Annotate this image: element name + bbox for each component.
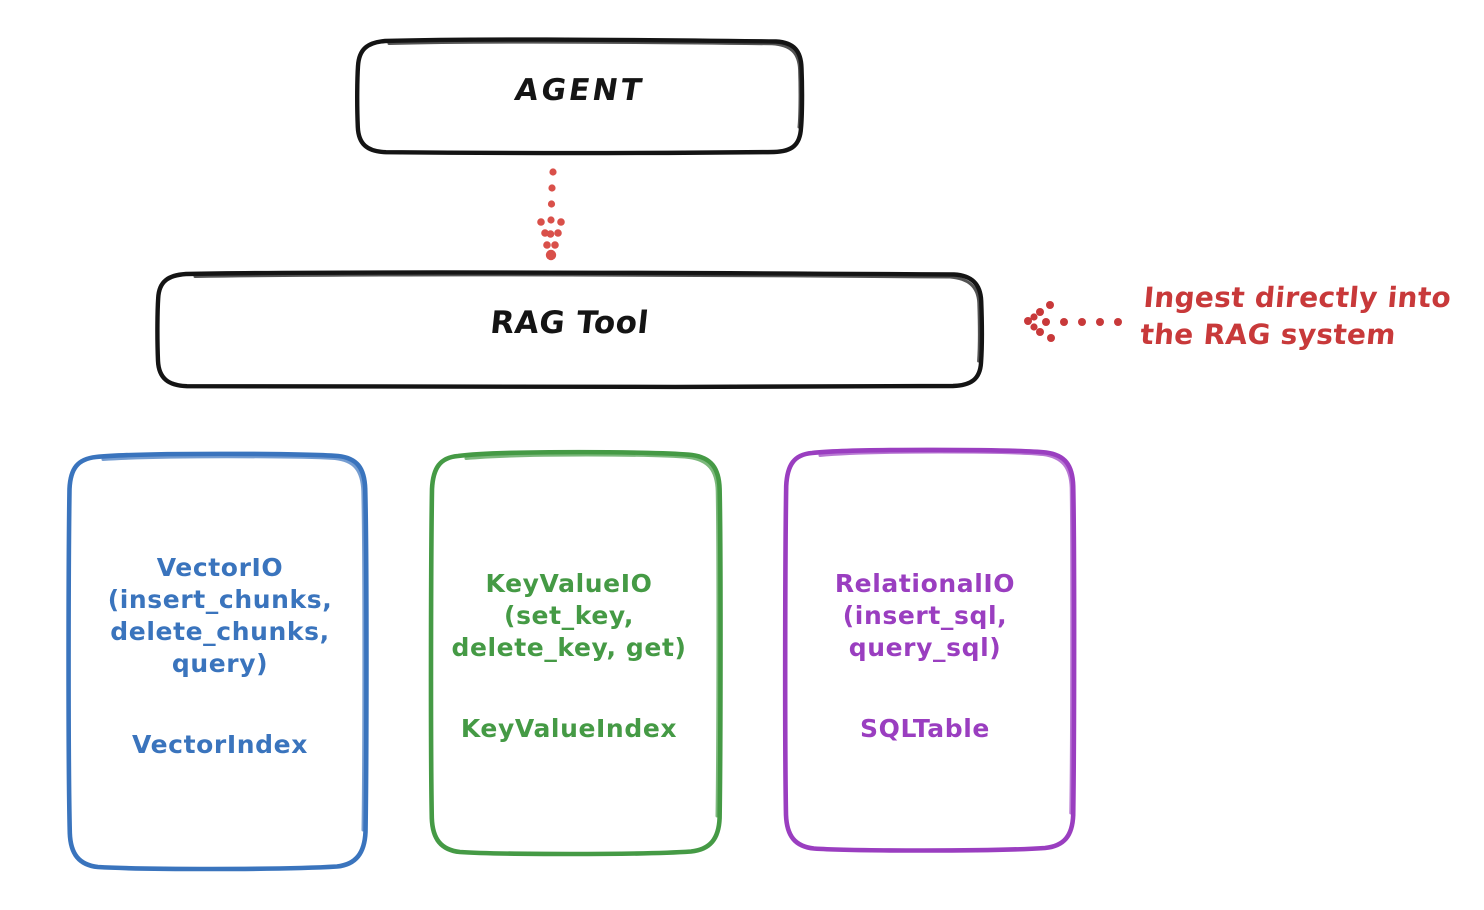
node-relational-io[interactable] bbox=[782, 447, 1077, 853]
connector-agent-to-rag-dotted-arrow bbox=[537, 168, 565, 261]
rag-tool-box-outline bbox=[155, 270, 984, 390]
node-agent[interactable] bbox=[355, 37, 805, 156]
node-vector-io[interactable] bbox=[66, 451, 369, 872]
relational-io-box-overstroke bbox=[818, 450, 1074, 815]
relational-io-box-outline bbox=[782, 447, 1077, 853]
rag-tool-box-overstroke bbox=[193, 273, 981, 363]
agent-box-outline-overstroke bbox=[387, 40, 802, 129]
connector-ingest-dotted-arrow bbox=[1024, 301, 1122, 342]
vector-io-box-outline bbox=[66, 451, 369, 872]
agent-box-outline bbox=[355, 37, 805, 156]
node-rag-tool[interactable] bbox=[155, 270, 984, 390]
key-value-io-box-overstroke bbox=[464, 453, 720, 818]
vector-io-box-overstroke bbox=[101, 455, 366, 832]
key-value-io-box-outline bbox=[428, 449, 723, 857]
node-key-value-io[interactable] bbox=[428, 449, 723, 857]
